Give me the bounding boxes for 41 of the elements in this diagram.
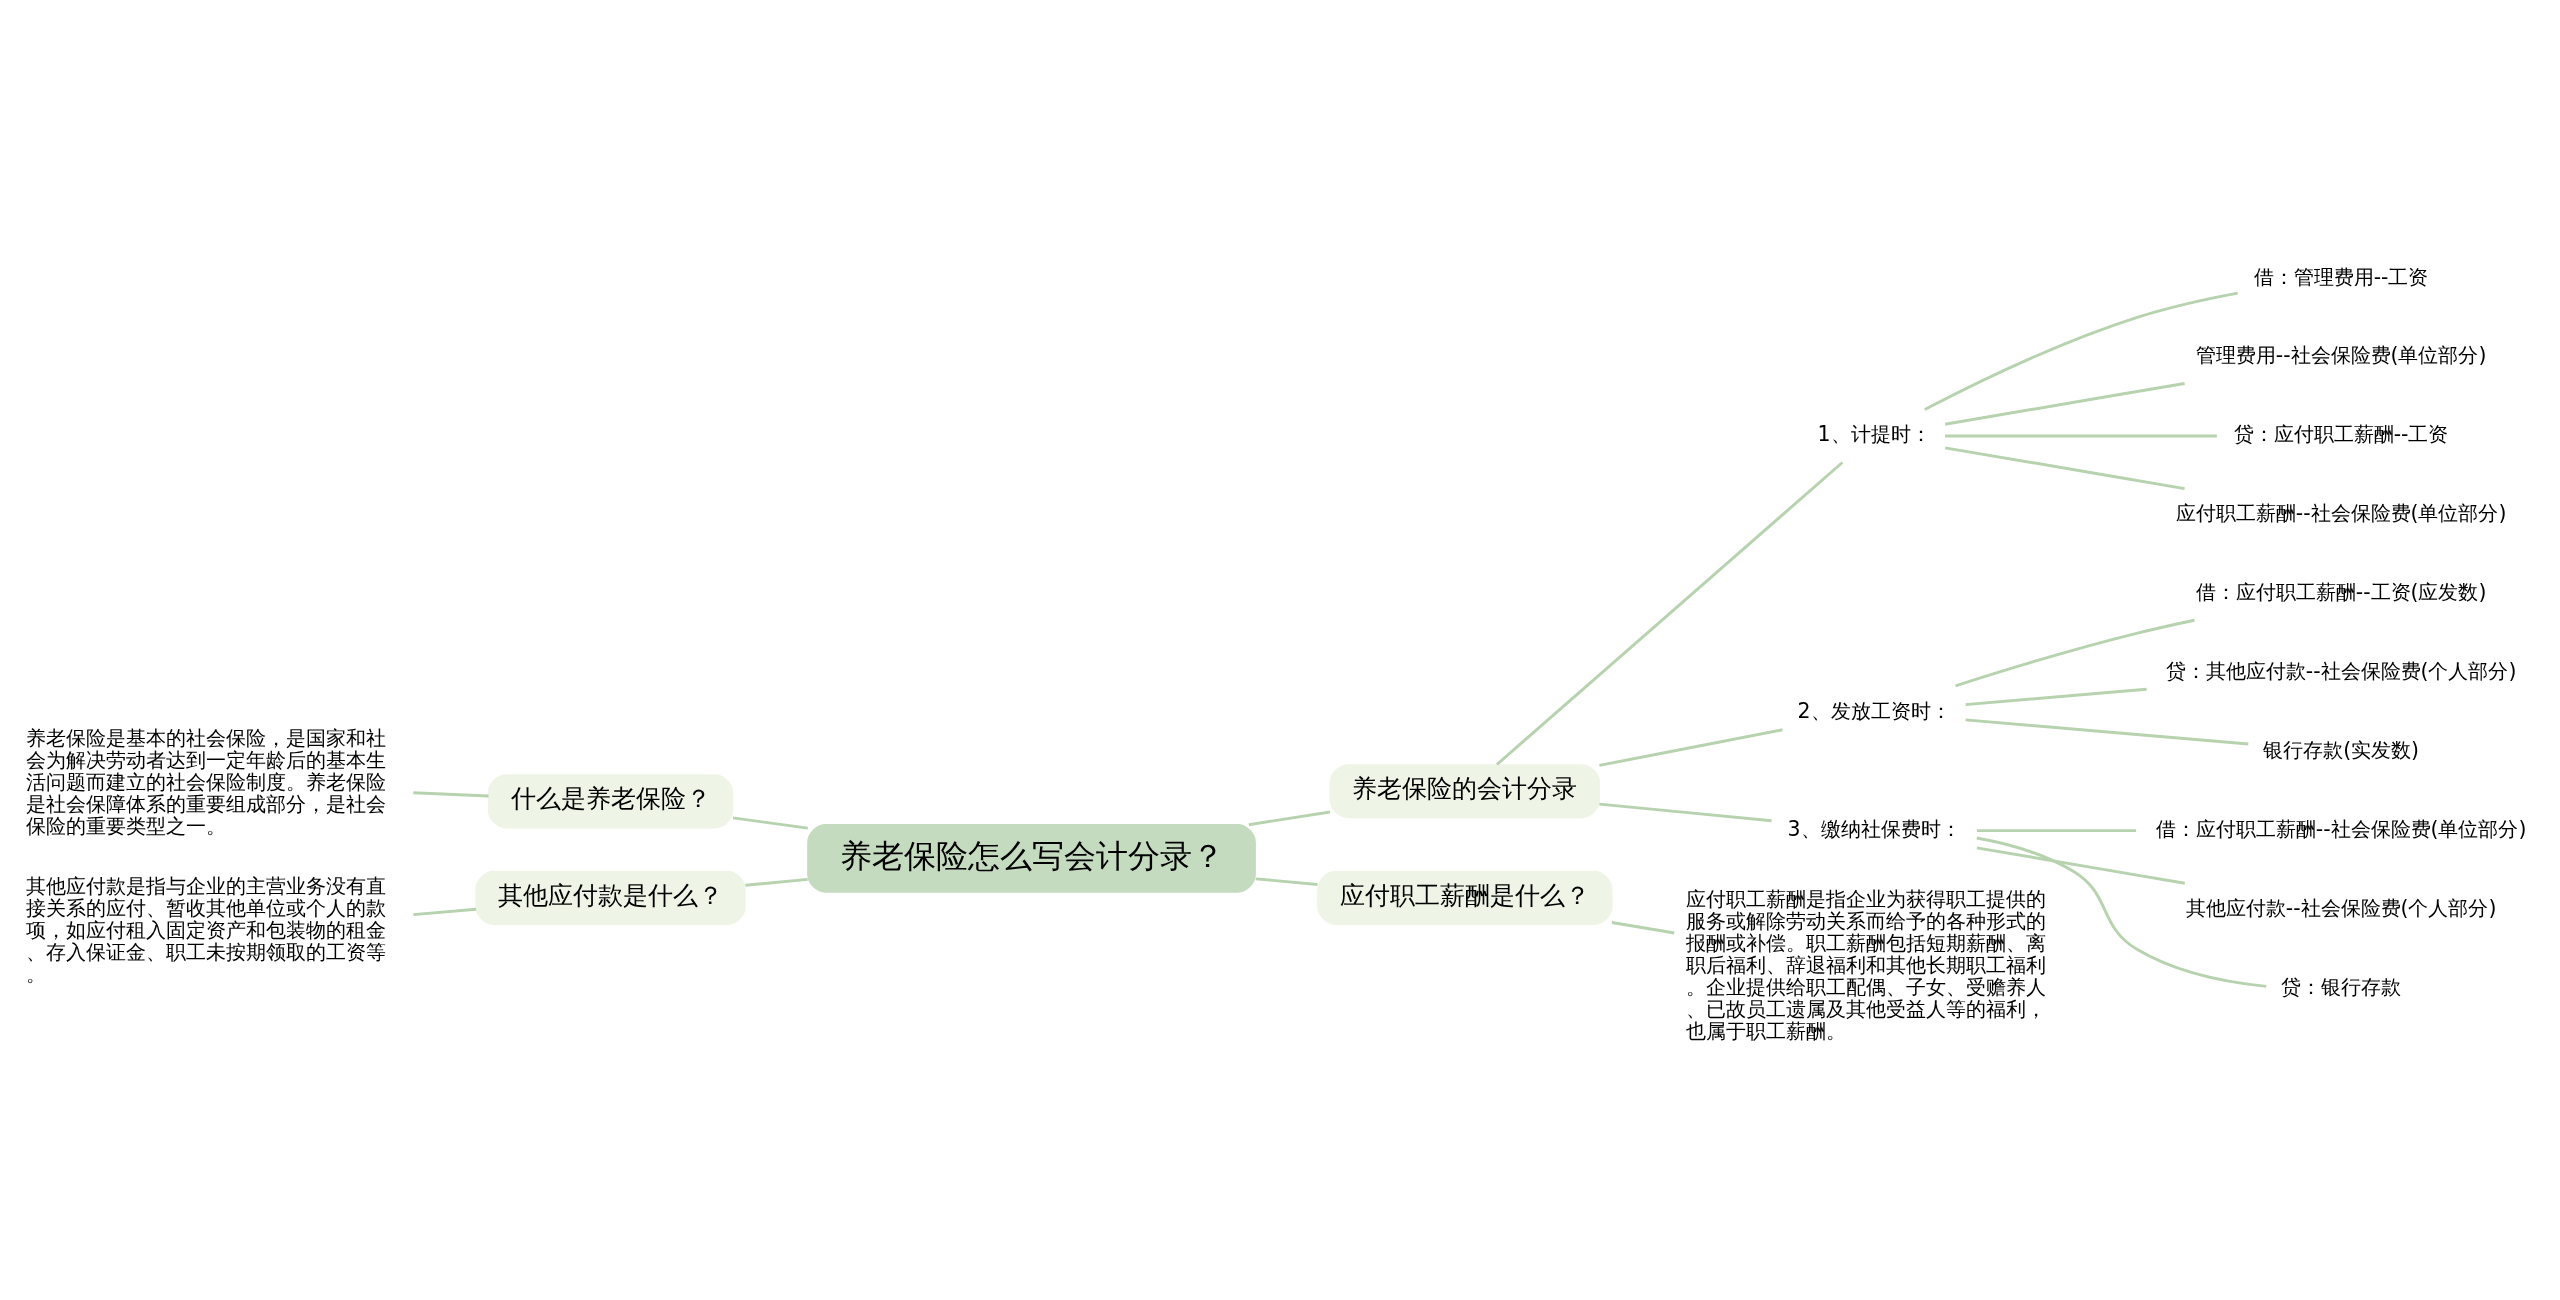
connector: [1924, 291, 2238, 411]
connector: [732, 815, 808, 830]
connector: [1976, 845, 2185, 885]
node-box: 其他应付款是什么？: [475, 870, 746, 925]
node-text: 2、发放工资时：: [1797, 698, 1951, 723]
node-text: 银行存款(实发数): [2263, 737, 2420, 762]
node-text: 借：应付职工薪酬--社会保险费(单位部分): [2155, 816, 2527, 841]
connector: [1965, 717, 2249, 745]
connector: [1495, 460, 1844, 766]
connector: [1944, 381, 2185, 426]
connector: [413, 790, 489, 797]
connector: [1599, 727, 1783, 767]
node-text: 贷：其他应付款--社会保险费(个人部分): [2165, 658, 2517, 683]
connector: [1599, 802, 1772, 822]
node-text: 借：应付职工薪酬--工资(应发数): [2195, 579, 2487, 604]
connector: [1611, 920, 1675, 934]
node-box: 什么是养老保险？: [487, 773, 734, 828]
connector: [1945, 434, 2217, 437]
connector: [1255, 876, 1318, 886]
node-box: 养老保险怎么写会计分录？: [807, 823, 1256, 893]
connector: [1944, 445, 2185, 490]
node-text: 3、缴纳社保费时：: [1787, 816, 1961, 841]
node-text: 应付职工薪酬是指企业为获得职工提供的服务或解除劳动关系而给予的各种形式的报酬或补偿。职工薪酬包括短期薪酬、离职后福利、辞退福利和其他长期职工福利。企业提供给职工配偶、子女、受赡养人、已故员工遗属及其他受益人等的福利，也属于职工薪酬。: [1686, 886, 2047, 1043]
node-text: 贷：银行存款: [2281, 974, 2402, 999]
node-text: 管理费用--社会保险费(单位部分): [2195, 342, 2487, 367]
node-text: 贷：应付职工薪酬--工资: [2233, 421, 2449, 446]
connector: [1976, 828, 2137, 832]
node-text: 其他应付款--社会保险费(个人部分): [2185, 895, 2497, 920]
node-text: 借：管理费用--工资: [2253, 264, 2429, 289]
node-text: 其他应付款是指与企业的主营业务没有直接关系的应付、暂收其他单位或个人的款项，如应付租入固定资产和包装物的租金、存入保证金、职工未按期领取的工资等。: [25, 873, 386, 986]
connector: [1248, 810, 1331, 826]
connector: [1965, 687, 2147, 706]
node-text: 养老保险是基本的社会保险，是国家和社会为解决劳动者达到一定年龄后的基本生活问题而建立的社会保险制度。养老保险是社会保障体系的重要组成部分，是社会保险的重要类型之一。: [25, 725, 386, 838]
node-box: 应付职工薪酬是什么？: [1317, 870, 1613, 925]
connector: [745, 877, 808, 887]
node-text: 应付职工薪酬--社会保险费(单位部分): [2175, 500, 2507, 525]
connector: [1976, 836, 2267, 988]
connector: [1955, 618, 2195, 687]
node-text: 1、计提时：: [1817, 421, 1931, 446]
node-box: 养老保险的会计分录: [1329, 763, 1601, 818]
connector: [413, 907, 477, 916]
